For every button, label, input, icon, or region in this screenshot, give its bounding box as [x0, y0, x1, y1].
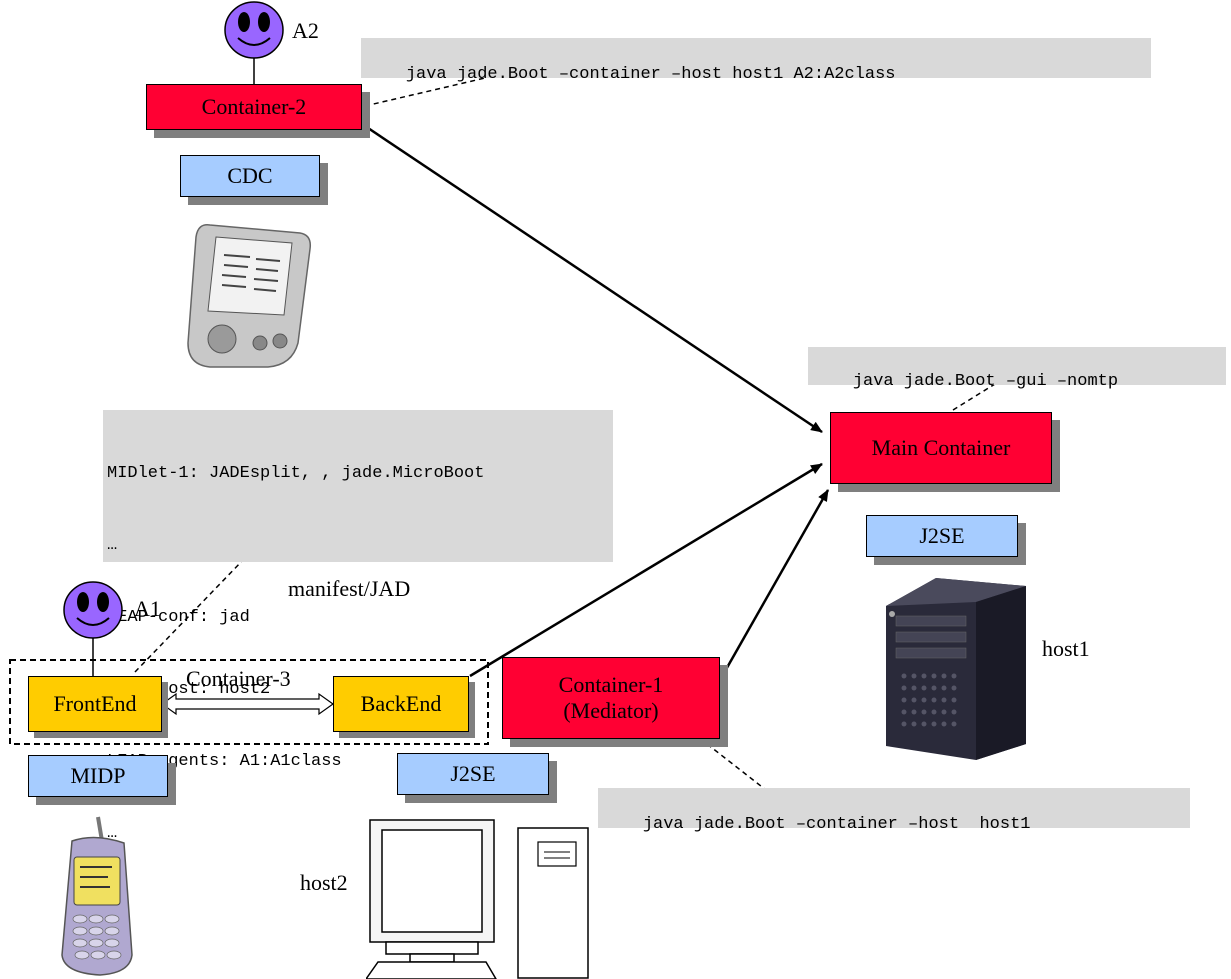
container-2-box: Container-2 [146, 84, 362, 130]
main-container-box: Main Container [830, 412, 1052, 484]
profile-midp-box: MIDP [28, 755, 168, 797]
command-container1: java jade.Boot –container –host host1 [598, 788, 1190, 834]
backend-box: BackEnd [333, 676, 469, 732]
agent-a2-smiley-icon [222, 0, 284, 60]
profile-cdc-box: CDC [180, 155, 320, 197]
profile-j2se-main-label: J2SE [919, 523, 965, 548]
command-main-container: java jade.Boot –gui –nomtp [808, 347, 1226, 391]
manifest-jad-caption: manifest/JAD [288, 576, 411, 601]
agent-a1-label: A1 [134, 596, 161, 621]
profile-midp-label: MIDP [70, 763, 126, 788]
backend-label: BackEnd [360, 691, 442, 716]
container-2-label: Container-2 [201, 94, 307, 119]
host2-label: host2 [300, 870, 348, 895]
command-container2: java jade.Boot –container –host host1 A2… [361, 38, 1151, 84]
agent-a2-label: A2 [292, 18, 319, 43]
profile-cdc-label: CDC [227, 163, 273, 188]
frontend-box: FrontEnd [28, 676, 162, 732]
jad-line: LEAP-conf: jad [107, 608, 250, 627]
pda-icon [180, 215, 320, 375]
main-container-label: Main Container [871, 435, 1011, 460]
frontend-label: FrontEnd [53, 691, 137, 716]
arrow-container1-to-main [718, 489, 830, 681]
callout-container1-command [692, 732, 767, 791]
container-1-label: Container-1 [558, 672, 664, 697]
command-container1-text: java jade.Boot –container –host host1 [642, 815, 1031, 834]
desktop-computer-icon [365, 818, 592, 979]
container-1-role-label: (Mediator) [563, 698, 659, 723]
jad-line: … [107, 536, 118, 555]
jad-descriptor: MIDlet-1: JADEsplit, , jade.MicroBoot … … [103, 410, 613, 843]
command-container2-text: java jade.Boot –container –host host1 A2… [405, 65, 896, 84]
host1-label: host1 [1042, 636, 1090, 661]
profile-j2se-main-box: J2SE [866, 515, 1018, 557]
profile-j2se-host2-label: J2SE [450, 761, 496, 786]
agent-a1-smiley-icon [62, 580, 123, 640]
container-1-box: Container-1 (Mediator) [502, 657, 720, 739]
server-tower-icon [866, 576, 1030, 762]
command-main-text: java jade.Boot –gui –nomtp [852, 372, 1119, 391]
arrow-container2-to-main [367, 126, 823, 434]
jad-line: MIDlet-1: JADEsplit, , jade.MicroBoot [107, 464, 485, 483]
mobile-phone-icon [50, 815, 140, 977]
container-3-label: Container-3 [186, 666, 291, 691]
jad-line: … [107, 824, 118, 843]
profile-j2se-host2-box: J2SE [397, 753, 549, 795]
